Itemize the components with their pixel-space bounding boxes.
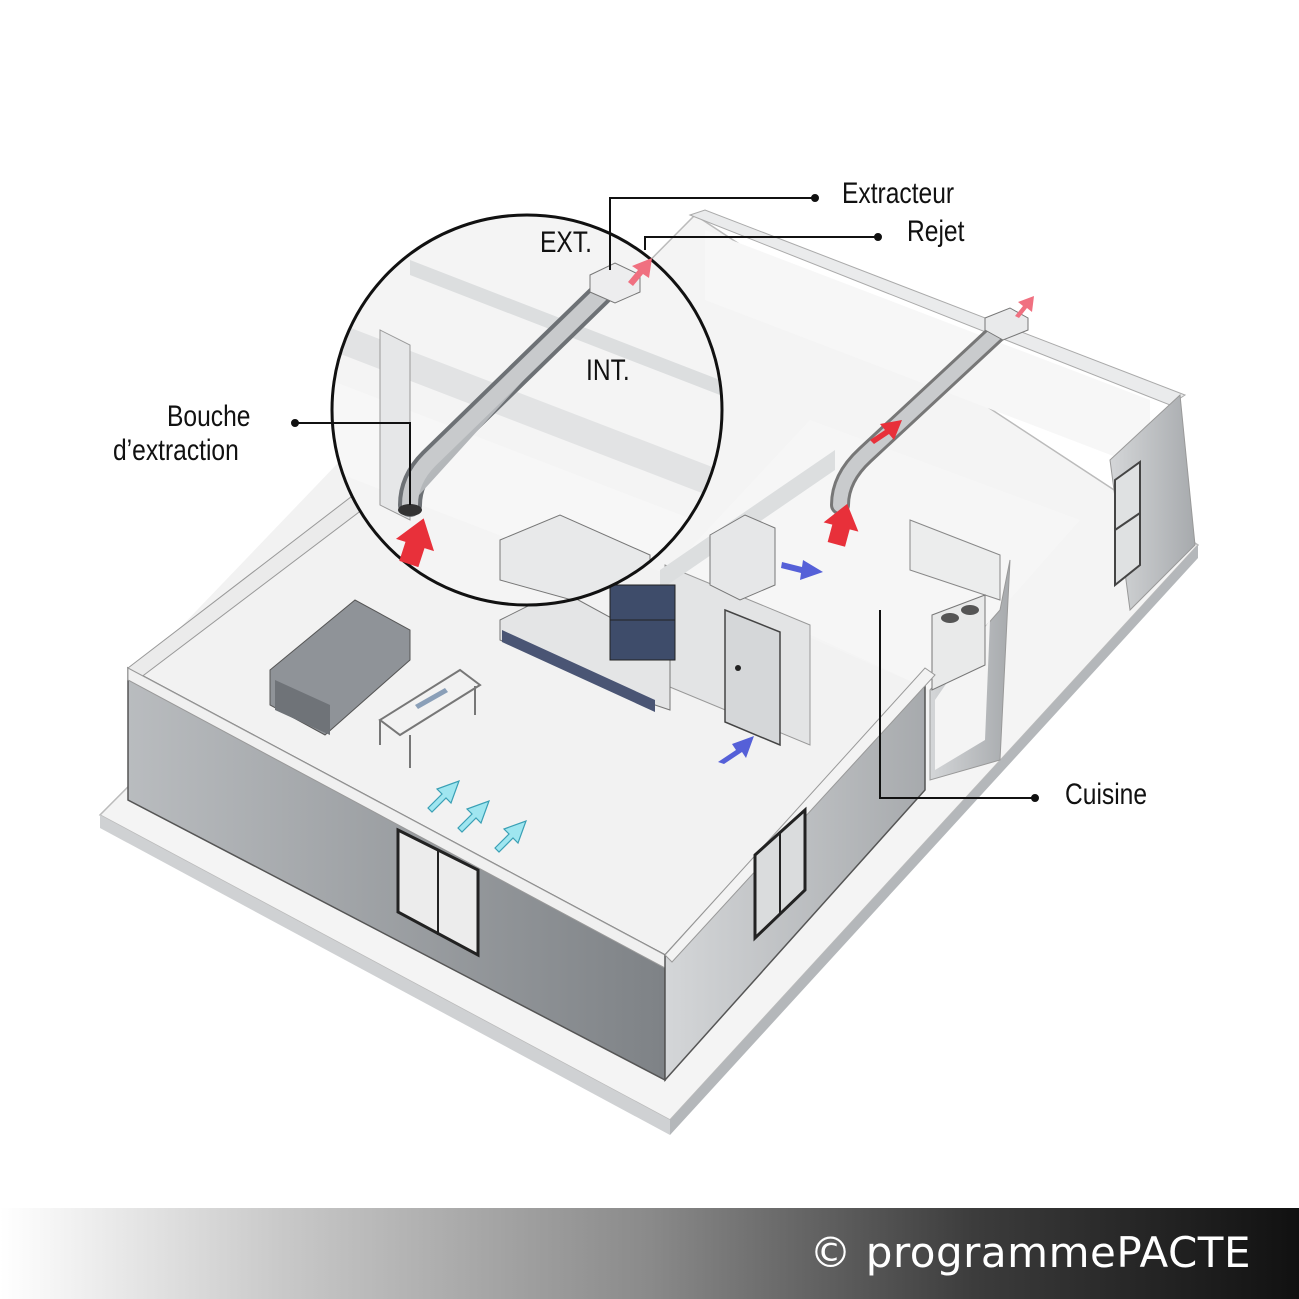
fresh-air-arrow-1: [427, 779, 461, 813]
front-walls: [127, 489, 936, 1082]
fresh-air-arrow-3: [494, 819, 528, 853]
label-bouche-line2: d’extraction: [113, 434, 239, 467]
bouche-leader: [295, 422, 411, 505]
kitchen-exhaust-arrow: [823, 503, 859, 547]
fresh-air-arrow-2: [457, 799, 491, 833]
kitchen-transfer-arrow: [781, 560, 823, 580]
reject-arrows: [628, 258, 1034, 318]
reject-arrow-lens: [628, 258, 652, 286]
label-bouche-line1: Bouche: [167, 400, 251, 433]
label-extracteur: Extracteur: [842, 177, 955, 210]
door-transfer-arrow: [718, 736, 754, 764]
label-ext: EXT.: [540, 226, 592, 259]
exhaust-arrows: [395, 420, 902, 568]
label-int: INT.: [586, 354, 630, 387]
back-walls: [688, 209, 1196, 612]
label-cuisine: Cuisine: [1065, 778, 1148, 811]
transfer-arrows: [718, 560, 823, 764]
rejet-leader: [644, 236, 878, 250]
fresh-air-arrows: [427, 779, 528, 853]
leader-lines: [291, 194, 1039, 802]
footer-banner: © programmePACTE: [0, 1208, 1299, 1299]
bouche-exhaust-arrow: [395, 518, 435, 568]
copyright-text: © programmePACTE: [809, 1228, 1251, 1277]
label-rejet: Rejet: [907, 215, 965, 248]
reject-arrow-right: [1015, 296, 1034, 318]
duct-flow-arrow: [870, 420, 902, 444]
extracteur-leader: [609, 197, 815, 270]
kitchen-furniture: [709, 514, 1001, 691]
cuisine-leader: [879, 610, 1035, 799]
